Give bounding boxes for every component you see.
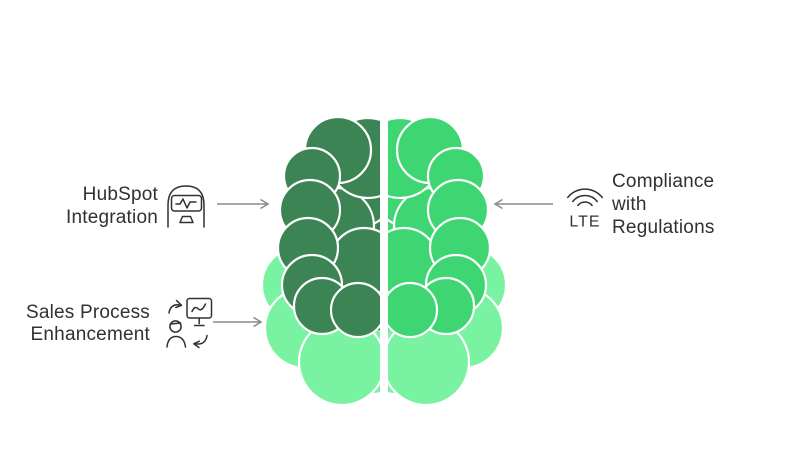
left-hemisphere [276, 115, 380, 339]
label-compliance-with-regulations: Compliance with Regulations [612, 170, 772, 239]
label-line: HubSpot [82, 184, 158, 205]
label-line: Compliance [612, 171, 715, 192]
label-line: with [612, 194, 647, 215]
label-line: Regulations [612, 217, 715, 238]
lte-signal-icon: LTE [566, 188, 604, 231]
presentation-workflow-icon [166, 297, 213, 349]
label-hubspot-integration: HubSpot Integration [18, 183, 158, 229]
sales-arrow [213, 316, 263, 328]
hubspot-arrow [217, 198, 270, 210]
lte-label: LTE [569, 214, 600, 231]
label-line: Integration [66, 207, 158, 228]
label-sales-process-enhancement: Sales Process Enhancement [10, 302, 150, 346]
compliance-arrow [493, 198, 553, 210]
label-line: Sales Process [25, 302, 150, 323]
right-hemisphere [388, 115, 492, 339]
kiosk-pulse-monitor-icon [167, 185, 205, 228]
label-line: Enhancement [30, 324, 150, 345]
